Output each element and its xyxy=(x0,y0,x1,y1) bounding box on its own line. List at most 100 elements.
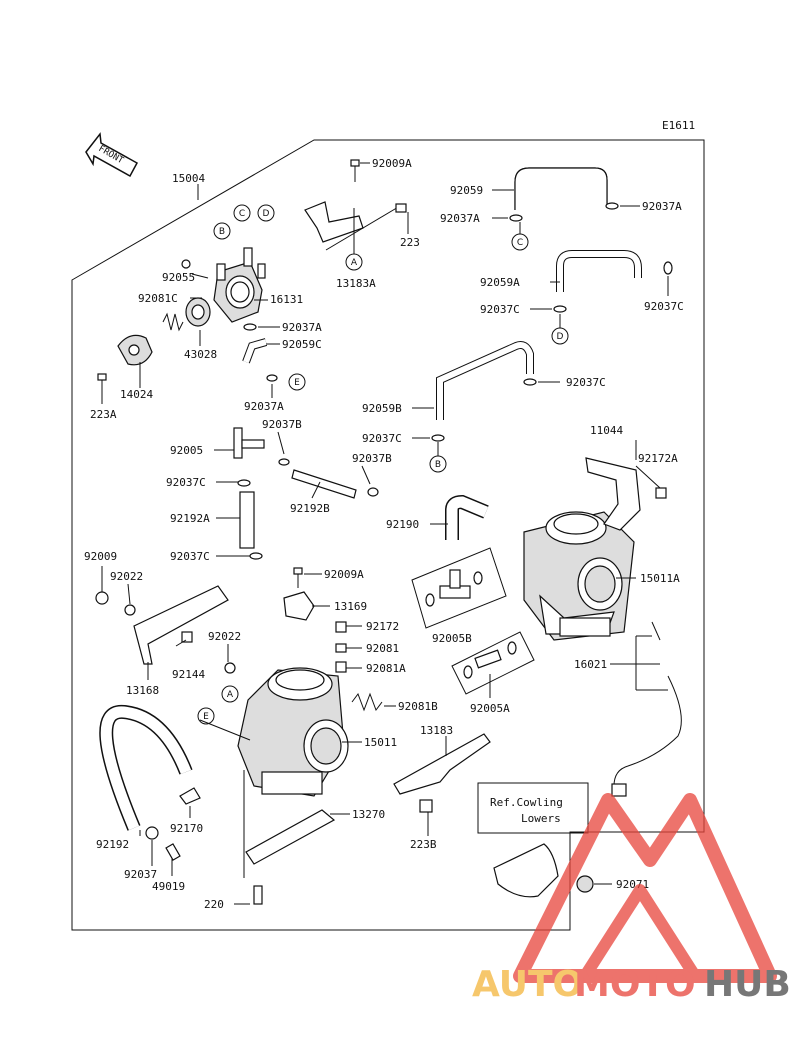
label-13183A: 13183A xyxy=(336,277,376,290)
callout-D1: D xyxy=(263,209,270,219)
watermark-text-moto: MOTO xyxy=(574,964,696,1005)
label-223A: 223A xyxy=(90,408,117,421)
hose-92059A xyxy=(556,250,642,292)
label-15004: 15004 xyxy=(172,172,205,185)
callout-circles: B C D A C D E B A E xyxy=(197,204,569,725)
label-92192B: 92192B xyxy=(290,502,330,515)
ref-note-line2: Lowers xyxy=(521,812,561,825)
label-92192A: 92192A xyxy=(170,512,210,525)
label-92037C-l1: 92037C xyxy=(166,476,206,489)
front-arrow-icon: FRONT xyxy=(85,132,139,178)
label-92037C-r3: 92037C xyxy=(566,376,606,389)
tube-92192B xyxy=(291,469,357,499)
label-92059A: 92059A xyxy=(480,276,520,289)
label-15011A: 15011A xyxy=(640,572,680,585)
label-92059: 92059 xyxy=(450,184,483,197)
bracket-13183 xyxy=(393,733,491,795)
label-43028: 43028 xyxy=(184,348,217,361)
label-13168: 13168 xyxy=(126,684,159,697)
bracket-13183A xyxy=(304,201,401,251)
label-92055: 92055 xyxy=(162,271,195,284)
label-92009: 92009 xyxy=(84,550,117,563)
bolt-92009A-top xyxy=(350,159,360,182)
label-92009A-top: 92009A xyxy=(372,157,412,170)
callout-D2: D xyxy=(557,332,564,342)
watermark-text-hub: HUB xyxy=(704,964,791,1005)
bolt-92009A-mid xyxy=(293,567,303,588)
carburetor-15011 xyxy=(237,667,349,797)
screw-92172A xyxy=(655,487,667,499)
screw-220 xyxy=(253,885,263,905)
hose-92059B xyxy=(436,341,534,420)
label-92172A: 92172A xyxy=(638,452,678,465)
label-15011: 15011 xyxy=(364,736,397,749)
cap-14024 xyxy=(117,334,153,366)
label-92144: 92144 xyxy=(172,668,205,681)
label-92059C: 92059C xyxy=(282,338,322,351)
label-92037C-mid: 92037C xyxy=(362,432,402,445)
label-92172: 92172 xyxy=(366,620,399,633)
label-92022-1: 92022 xyxy=(110,570,143,583)
label-92037B-1: 92037B xyxy=(262,418,302,431)
label-92037A-mid: 92037A xyxy=(282,321,322,334)
watermark-logo: AUTO MOTO HUB xyxy=(472,793,791,1005)
watermark-text-auto: AUTO xyxy=(472,964,583,1005)
label-92022-2: 92022 xyxy=(208,630,241,643)
label-92037: 92037 xyxy=(124,868,157,881)
label-92037C-l2: 92037C xyxy=(170,550,210,563)
label-92170: 92170 xyxy=(170,822,203,835)
label-92037A-r1: 92037A xyxy=(642,200,682,213)
callout-E2: E xyxy=(203,712,209,722)
cowling-bracket xyxy=(493,843,594,898)
label-92081B: 92081B xyxy=(398,700,438,713)
label-92005: 92005 xyxy=(170,444,203,457)
label-223: 223 xyxy=(400,236,420,249)
bracket-13168 xyxy=(95,585,236,674)
spring-43028 xyxy=(162,312,184,332)
label-13270: 13270 xyxy=(352,808,385,821)
callout-A2: A xyxy=(227,690,234,700)
label-92037B-2: 92037B xyxy=(352,452,392,465)
label-16021: 16021 xyxy=(574,658,607,671)
label-13169: 13169 xyxy=(334,600,367,613)
label-16131: 16131 xyxy=(270,293,303,306)
label-13183: 13183 xyxy=(420,724,453,737)
bracket-13270 xyxy=(245,809,336,865)
screw-223A xyxy=(97,373,107,392)
label-92059B: 92059B xyxy=(362,402,402,415)
throttle-cable-16021 xyxy=(611,621,682,797)
label-92037A-r2: 92037A xyxy=(440,212,480,225)
diaphragm-cover xyxy=(185,297,211,327)
callout-E1: E xyxy=(294,378,300,388)
label-14024: 14024 xyxy=(120,388,153,401)
part-49019 xyxy=(165,843,181,861)
leader-lines xyxy=(101,162,669,905)
label-220: 220 xyxy=(204,898,224,911)
clamps xyxy=(145,202,673,840)
label-92081A: 92081A xyxy=(366,662,406,675)
carburetor-15011A xyxy=(523,511,635,641)
callout-A1: A xyxy=(351,258,358,268)
label-49019: 49019 xyxy=(152,880,185,893)
label-92037C-r2: 92037C xyxy=(480,303,520,316)
label-11044: 11044 xyxy=(590,424,623,437)
ref-note-line1: Ref.Cowling xyxy=(490,796,563,809)
label-92005B: 92005B xyxy=(432,632,472,645)
callout-B1: B xyxy=(219,227,225,237)
tube-92192A xyxy=(239,491,255,549)
label-92190: 92190 xyxy=(386,518,419,531)
bracket-13169 xyxy=(283,591,315,621)
label-223B: 223B xyxy=(410,838,437,851)
label-92005A: 92005A xyxy=(470,702,510,715)
label-92037A-low: 92037A xyxy=(244,400,284,413)
screw-223B xyxy=(419,799,433,813)
callout-C2: C xyxy=(517,238,523,248)
bracket-11044 xyxy=(585,457,641,531)
label-92081: 92081 xyxy=(366,642,399,655)
diagram-code: E1611 xyxy=(662,119,695,132)
fuel-valve-assembly xyxy=(213,247,266,323)
fitting-92005A xyxy=(451,631,535,695)
clip-92170 xyxy=(179,787,201,805)
label-92081C: 92081C xyxy=(138,292,178,305)
